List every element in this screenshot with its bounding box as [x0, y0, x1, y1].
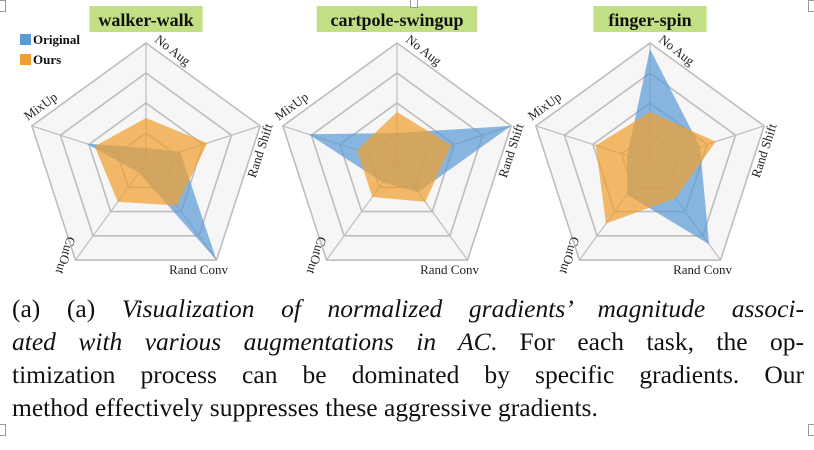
chart-title: finger-spin: [608, 10, 691, 30]
crop-mark: [808, 424, 814, 436]
series-area-ours: [595, 112, 716, 224]
chart-title: cartpole-swingup: [330, 10, 463, 30]
crop-mark: [808, 0, 814, 12]
axis-label: Rand Conv: [420, 262, 479, 277]
caption-italic: Visualization of normalized gradients’ m…: [121, 294, 804, 323]
chart-title-background: [593, 6, 707, 32]
grid-ring: [281, 42, 513, 261]
caption-text: timization process can be dominated by s…: [12, 360, 804, 389]
crop-mark: [0, 0, 6, 12]
caption-text: method effectively suppresses these aggr…: [12, 393, 598, 422]
chart-title-background: [89, 6, 203, 32]
chart-title: walker-walk: [98, 10, 193, 30]
legend-swatch-ours: [20, 54, 31, 65]
legend-label: Ours: [33, 52, 61, 67]
axis-label: Rand Conv: [673, 262, 732, 277]
grid-ring: [59, 72, 233, 237]
grid-ring: [30, 42, 262, 261]
crop-mark: [410, 0, 418, 8]
grid-ring: [534, 42, 766, 261]
legend-swatch-original: [20, 34, 31, 45]
caption-line-2: ated with various augmentations in AC. F…: [12, 325, 804, 358]
series-area-ours: [357, 112, 452, 202]
caption-line-3: timization process can be dominated by s…: [12, 358, 804, 391]
caption-line-1: (a) (a) Visualization of normalized grad…: [12, 292, 804, 325]
grid-ring: [563, 72, 737, 237]
legend-label: Original: [33, 32, 80, 47]
series-area-ours: [94, 118, 208, 206]
figure-caption: (a) (a) Visualization of normalized grad…: [12, 292, 804, 424]
caption-line-4: method effectively suppresses these aggr…: [12, 391, 804, 424]
chart-title-background: [316, 6, 478, 32]
caption-text: (a) (a): [12, 294, 122, 323]
caption-text: . For each task, the op-: [490, 327, 804, 356]
axis-label: Rand Conv: [169, 262, 228, 277]
grid-ring: [310, 72, 484, 237]
caption-italic: ated with various augmentations in AC: [12, 327, 491, 356]
crop-mark: [0, 424, 6, 436]
